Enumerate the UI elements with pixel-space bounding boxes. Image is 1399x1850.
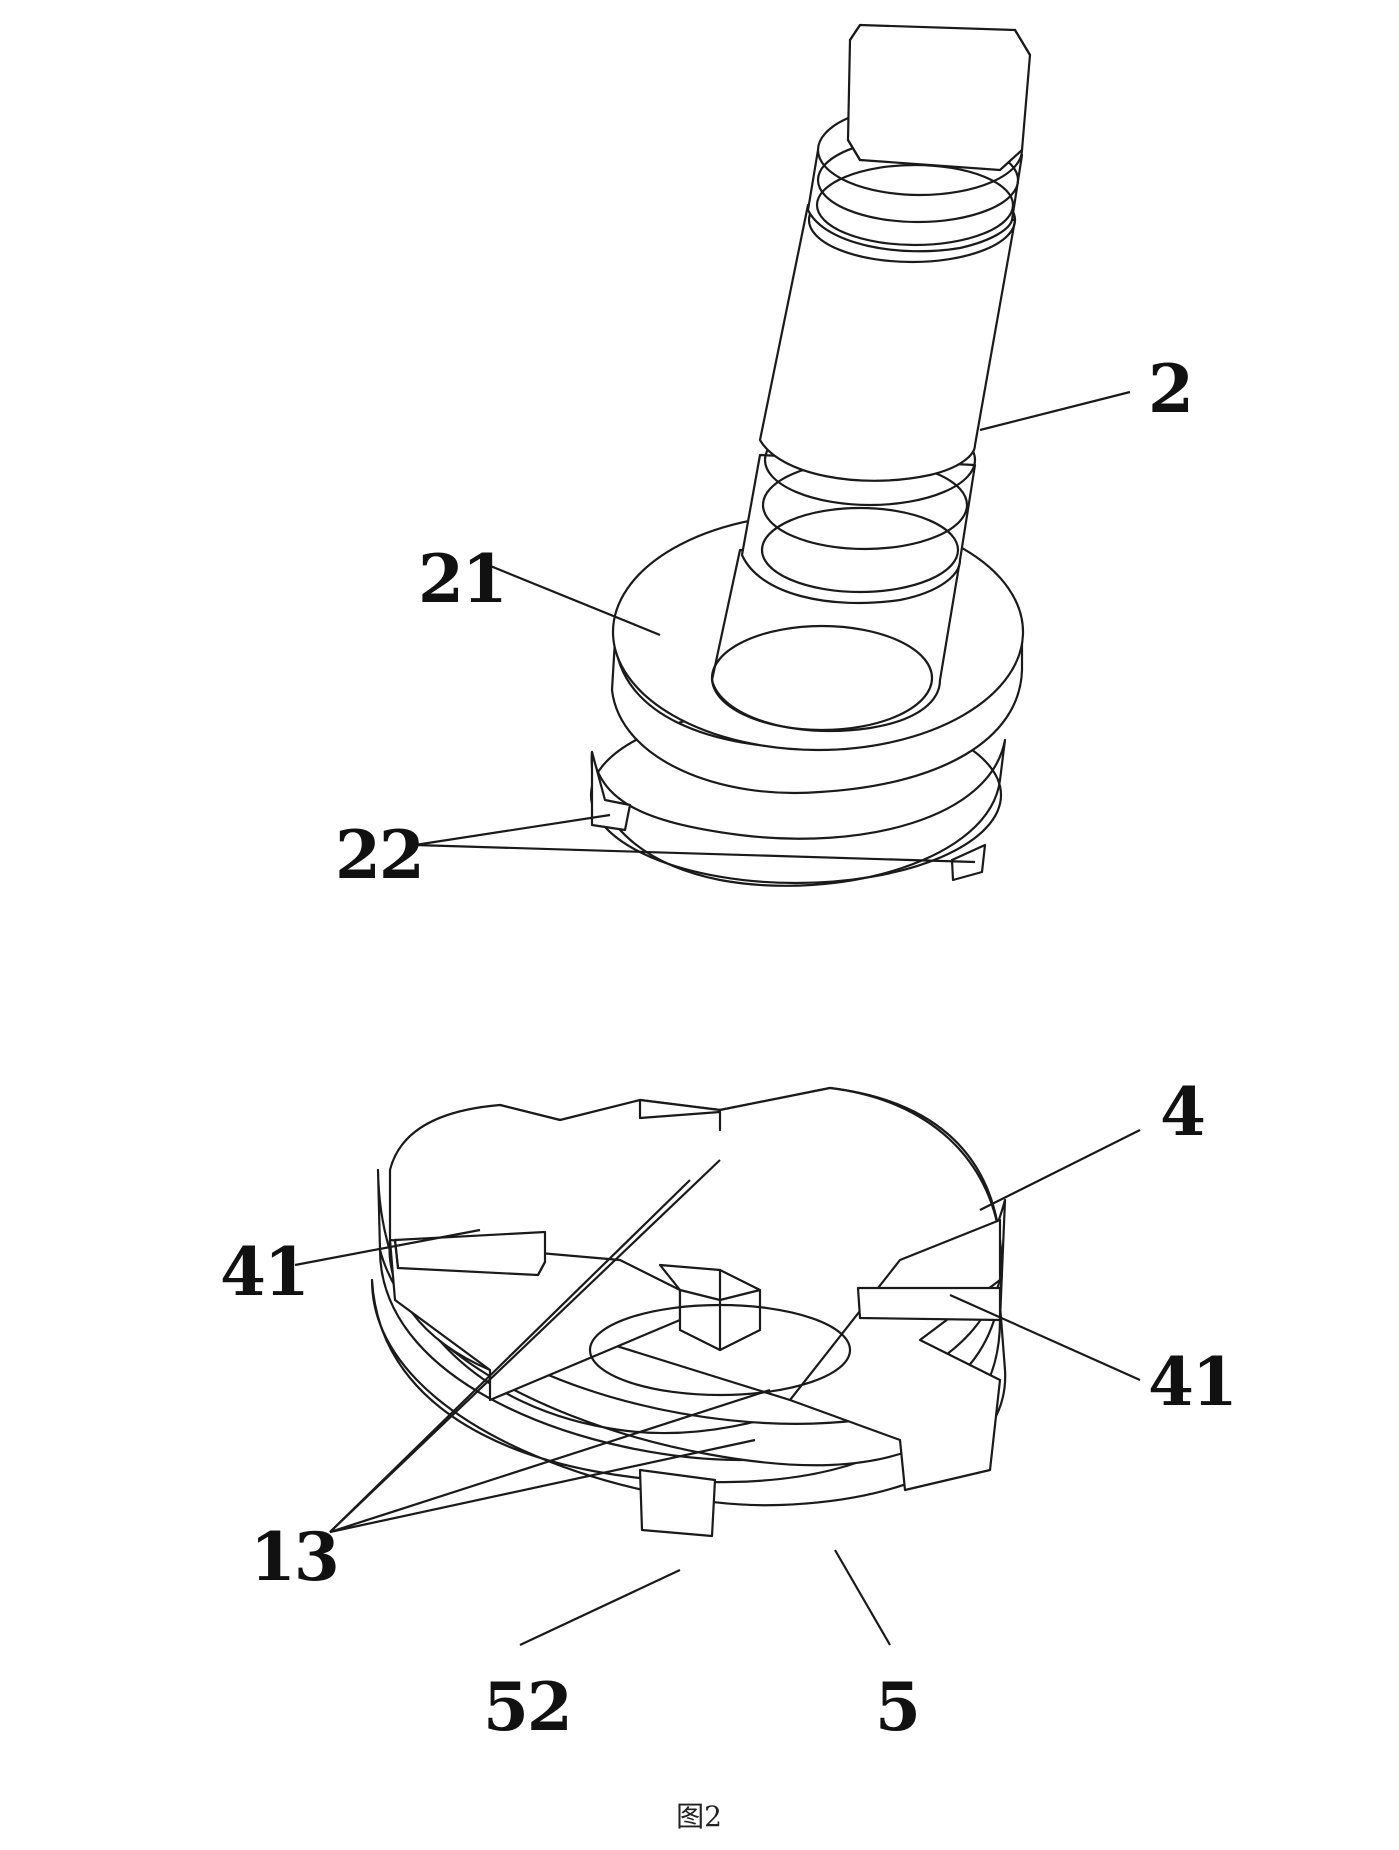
label-5: 5 — [875, 1668, 919, 1746]
right-slot — [856, 1286, 1002, 1322]
leader-22b — [414, 843, 976, 864]
leader-2 — [979, 390, 1131, 432]
leader-22a — [414, 813, 611, 847]
leader-21 — [487, 563, 661, 637]
disc-assembly — [370, 1086, 1007, 1538]
shaft-assembly — [589, 23, 1032, 887]
figure-caption: 图2 — [676, 1800, 722, 1833]
label-21: 21 — [418, 540, 506, 618]
leader-41-right — [949, 1293, 1141, 1382]
leader-41-left — [294, 1228, 481, 1267]
leader-13d — [329, 1438, 756, 1534]
notch — [638, 1468, 717, 1538]
label-41-right: 41 — [1148, 1343, 1236, 1421]
reference-numerals: 2 21 22 4 41 41 13 52 5 — [220, 350, 1238, 1746]
label-4: 4 — [1160, 1073, 1204, 1151]
label-13: 13 — [250, 1518, 338, 1596]
label-41-left: 41 — [220, 1233, 308, 1311]
leader-13c — [329, 1388, 771, 1534]
label-2: 2 — [1148, 350, 1192, 428]
leader-5 — [834, 1549, 891, 1646]
label-52: 52 — [483, 1668, 571, 1746]
leader-4 — [979, 1129, 1141, 1211]
leader-13b — [329, 1159, 721, 1533]
left-lug — [590, 750, 632, 832]
left-slot — [393, 1230, 547, 1277]
label-22: 22 — [335, 816, 423, 894]
leader-52 — [519, 1569, 681, 1646]
leader-lines — [294, 390, 1141, 1646]
flange — [610, 623, 1024, 795]
